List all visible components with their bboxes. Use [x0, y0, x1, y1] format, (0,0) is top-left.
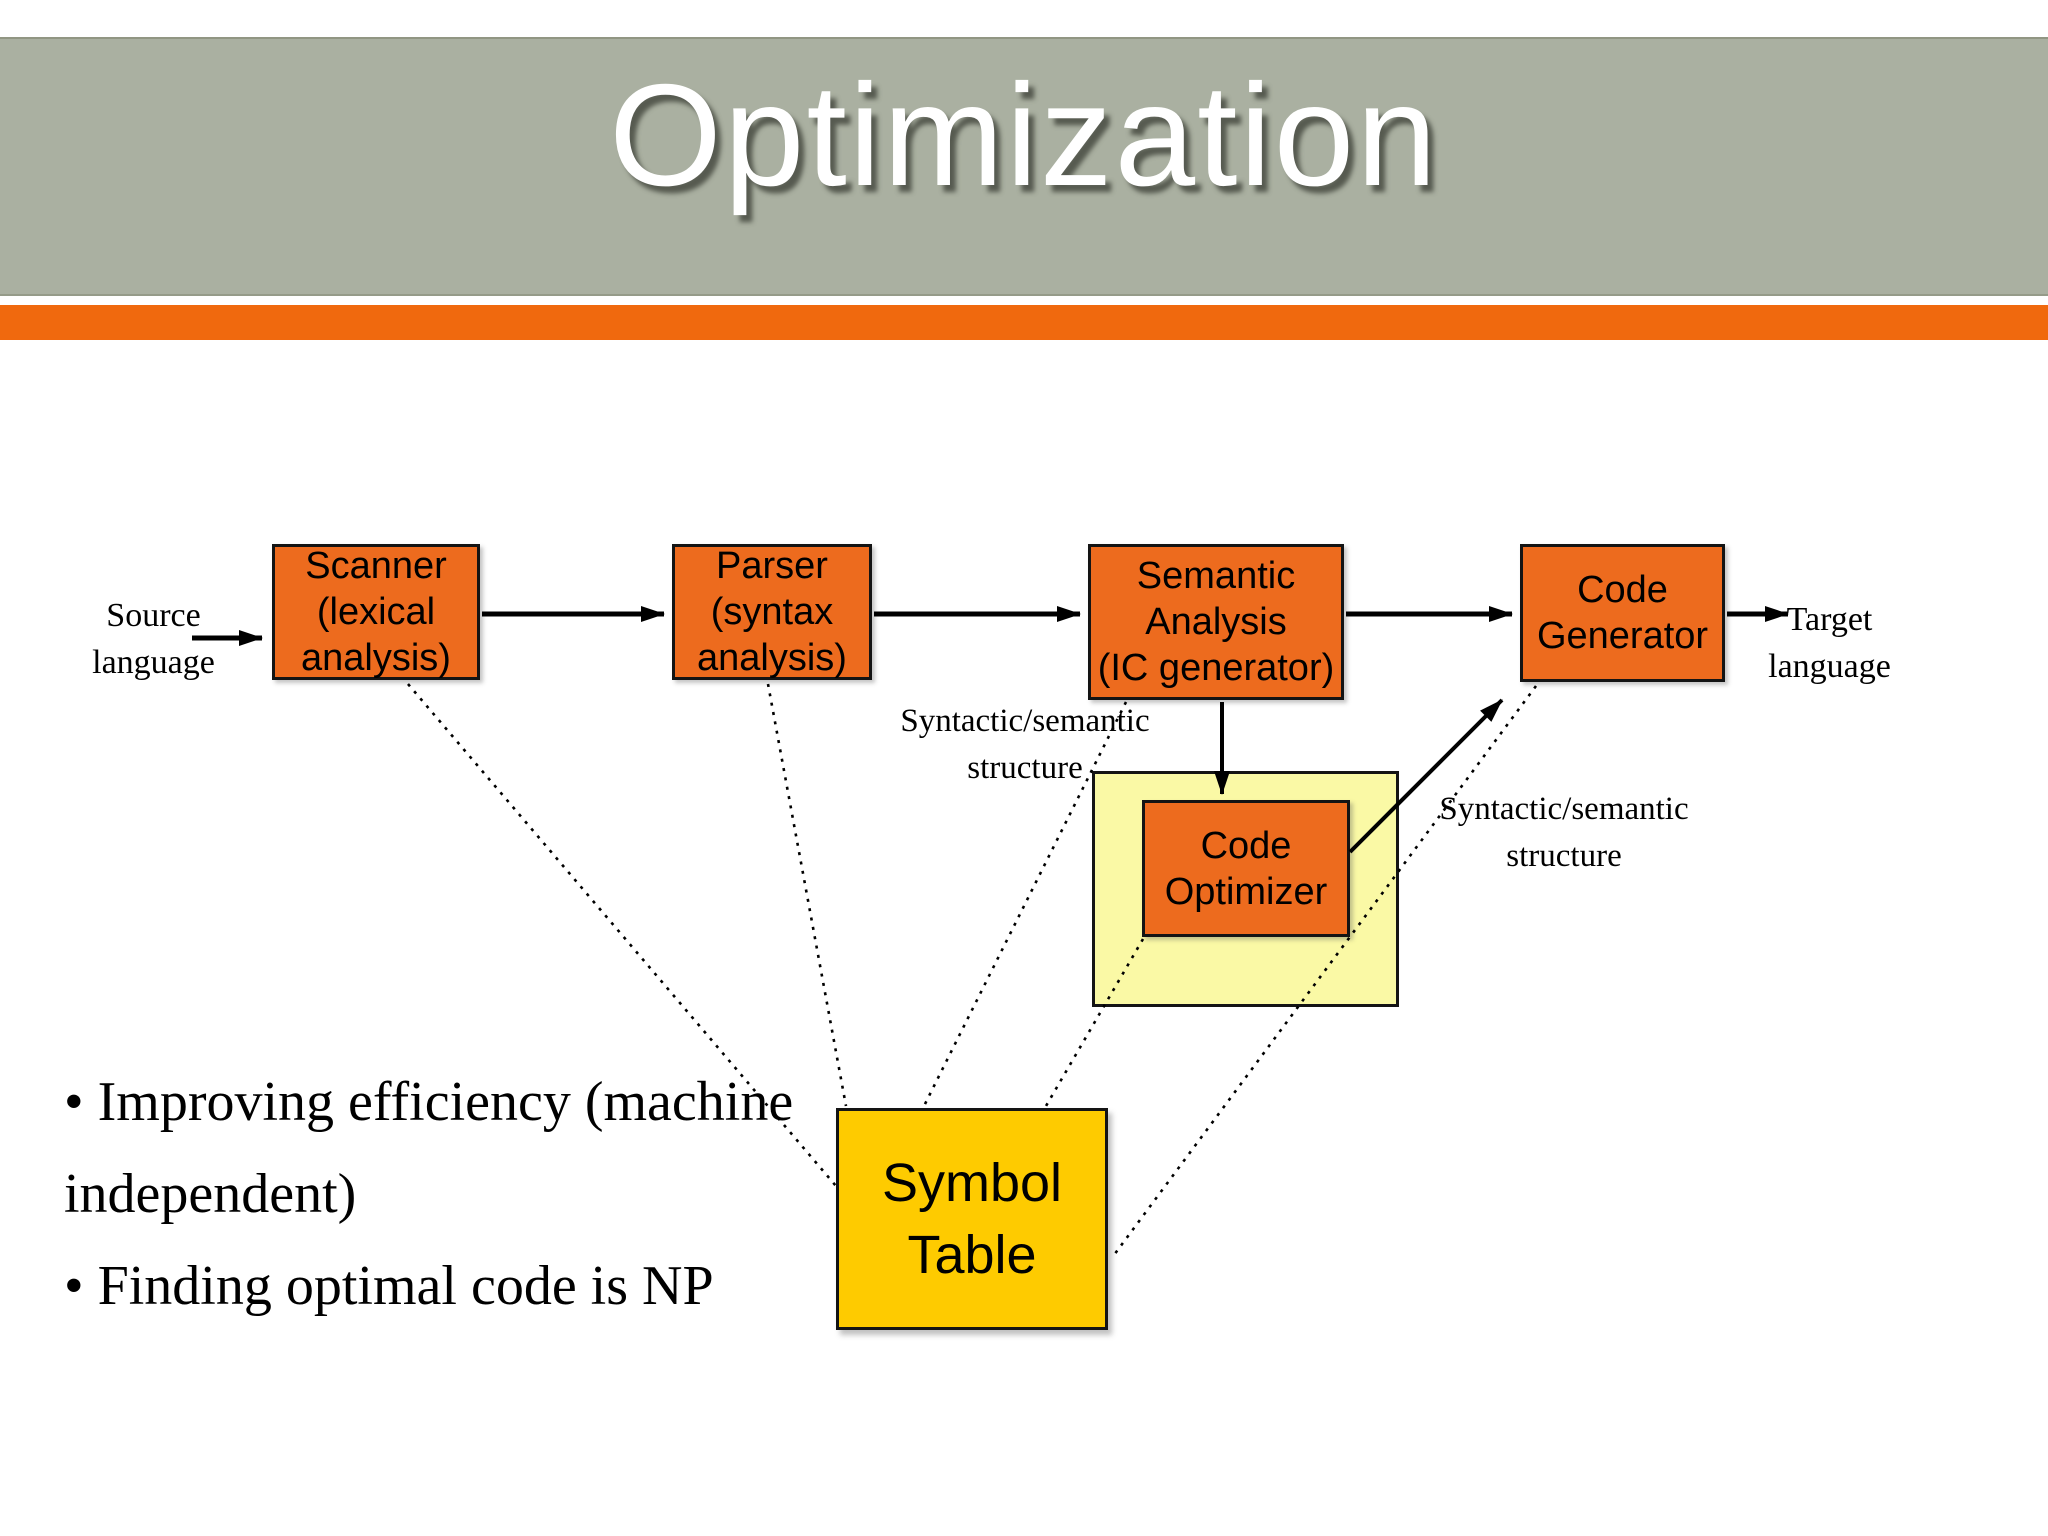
parser-line-2: (syntax — [710, 591, 834, 633]
scanner-line-3: analysis) — [301, 637, 451, 679]
syntactic-semantic-label-2: Syntactic/semantic structure — [1420, 786, 1708, 880]
accent-stripe — [0, 305, 2048, 340]
code-generator-box: Code Generator — [1520, 544, 1725, 682]
semantic-line-1: Semantic — [1136, 555, 1296, 597]
syntactic-semantic-2-line-2: structure — [1506, 838, 1622, 874]
scanner-line-2: (lexical — [316, 591, 436, 633]
source-language-line-1: Source — [106, 597, 201, 634]
target-language-line-1: Target — [1786, 601, 1873, 638]
symbol-table-line-2: Table — [907, 1225, 1037, 1285]
page-title: Optimization — [609, 54, 1439, 216]
code-optimizer-box: Code Optimizer — [1142, 800, 1350, 937]
bullet-item: • Finding optimal code is NP — [64, 1255, 714, 1317]
bullet-list: • Improving efficiency (machine independ… — [64, 1056, 964, 1332]
title-band — [0, 37, 2048, 296]
code-generator-line-1: Code — [1577, 569, 1668, 611]
syntactic-semantic-1-line-1: Syntactic/semantic — [900, 703, 1150, 739]
code-generator-line-2: Generator — [1536, 615, 1709, 657]
scanner-line-1: Scanner — [305, 545, 447, 587]
code-optimizer-line-2: Optimizer — [1164, 870, 1328, 913]
source-language-label: Source language — [56, 592, 251, 686]
semantic-line-2: Analysis — [1145, 601, 1287, 643]
source-language-line-2: language — [92, 644, 215, 681]
semantic-analysis-box: Semantic Analysis (IC generator) — [1088, 544, 1344, 700]
bullet-item: • Improving efficiency (machine independ… — [64, 1071, 794, 1225]
symbol-table-line-1: Symbol — [881, 1153, 1063, 1213]
semantic-line-3: (IC generator) — [1097, 647, 1335, 689]
target-language-line-2: language — [1768, 648, 1891, 685]
symbol-table-box: Symbol Table — [836, 1108, 1108, 1330]
scanner-box: Scanner (lexical analysis) — [272, 544, 480, 680]
syntactic-semantic-label-1: Syntactic/semantic structure — [884, 698, 1166, 792]
parser-box: Parser (syntax analysis) — [672, 544, 872, 680]
syntactic-semantic-2-line-1: Syntactic/semantic — [1439, 791, 1689, 827]
target-language-label: Target language — [1737, 596, 1922, 690]
parser-line-3: analysis) — [697, 637, 847, 679]
parser-line-1: Parser — [716, 545, 828, 587]
dotted-parser-to-symbol-table — [766, 683, 848, 1107]
code-optimizer-line-1: Code — [1200, 824, 1292, 867]
syntactic-semantic-1-line-2: structure — [967, 750, 1083, 786]
